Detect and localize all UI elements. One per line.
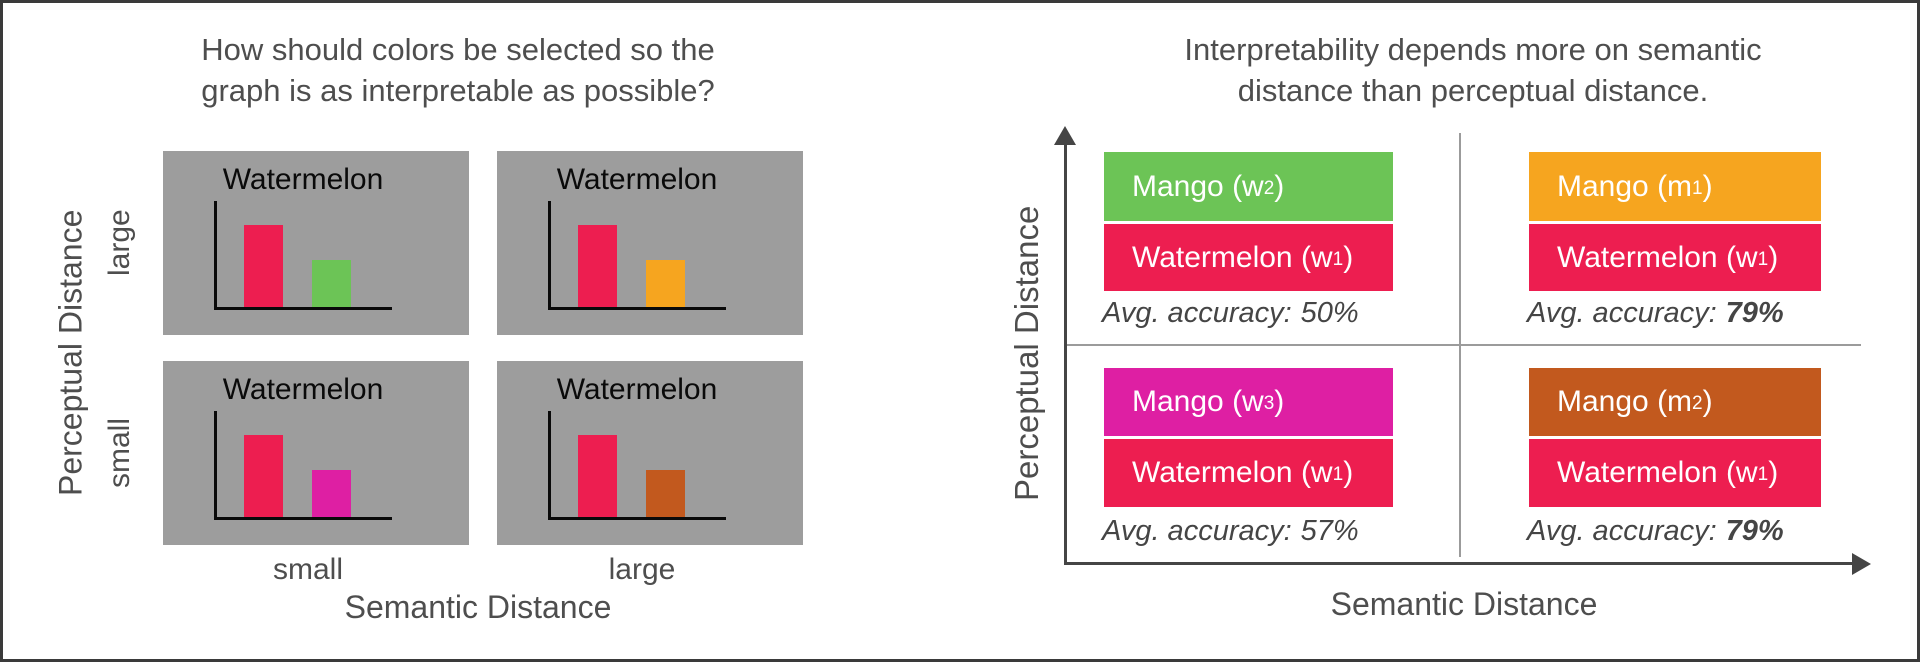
mini-chart-title: Watermelon	[222, 373, 384, 406]
left-col-label-large: large	[608, 553, 676, 586]
left-panel-title: How should colors be selected so the gra…	[113, 29, 803, 111]
swatch-label: Mango (m	[1557, 169, 1693, 203]
swatch-label-close: )	[1768, 240, 1779, 274]
mini-chart-title: Watermelon	[556, 373, 718, 406]
mini-chart-x-axis	[548, 517, 726, 520]
accuracy-value: 50%	[1300, 297, 1359, 329]
swatch-label: Mango (m	[1557, 385, 1693, 418]
right-y-axis-label: Perceptual Distance	[1008, 205, 1045, 501]
accuracy-label: Avg. accuracy:	[1102, 515, 1292, 547]
right-x-axis-label: Semantic Distance	[1330, 586, 1598, 622]
left-row-label-small: small	[103, 418, 136, 489]
left-title-line1: How should colors be selected so the	[201, 32, 715, 67]
swatch-label: Watermelon (w	[1132, 240, 1333, 274]
swatch-label-close: )	[1343, 240, 1354, 274]
mini-chart-small-large: Watermelon	[497, 361, 803, 545]
mango-variant-bar	[312, 470, 351, 517]
horizontal-divider	[1067, 344, 1861, 346]
mini-chart-y-axis	[214, 201, 217, 310]
right-x-axis	[1064, 562, 1854, 565]
mini-chart-y-axis	[548, 411, 551, 520]
mini-chart-title: Watermelon	[556, 163, 718, 196]
watermelon-bar	[244, 435, 283, 517]
mini-chart-x-axis	[214, 307, 392, 310]
accuracy-value: 79%	[1725, 515, 1784, 547]
mini-chart-x-axis	[548, 307, 726, 310]
accuracy-top-right: Avg. accuracy:79%	[1527, 297, 1784, 330]
right-panel-title: Interpretability depends more on semanti…	[1073, 29, 1873, 111]
swatch-label: Mango (w	[1132, 169, 1264, 203]
right-title-line2: distance than perceptual distance.	[1237, 73, 1709, 108]
left-row-label-large: large	[103, 209, 136, 277]
accuracy-value: 57%	[1300, 515, 1359, 547]
mini-chart-x-axis	[214, 517, 392, 520]
mini-chart-y-axis	[548, 201, 551, 310]
mango-variant-bar	[646, 260, 685, 307]
swatch-label-close: )	[1768, 456, 1779, 489]
mini-chart-large-small: Watermelon	[163, 151, 469, 335]
mini-chart-large-large: Watermelon	[497, 151, 803, 335]
swatch-label-close: )	[1343, 456, 1354, 489]
swatch-label-close: )	[1702, 169, 1713, 203]
accuracy-top-left: Avg. accuracy:50%	[1102, 297, 1359, 330]
accuracy-value: 79%	[1725, 297, 1784, 329]
swatch-label-close: )	[1274, 385, 1285, 418]
swatch-label-close: )	[1274, 169, 1285, 203]
swatch-label: Watermelon (w	[1557, 456, 1758, 489]
watermelon-bar	[578, 435, 617, 517]
mini-chart-small-small: Watermelon	[163, 361, 469, 545]
mini-chart-title: Watermelon	[222, 163, 384, 196]
mango-variant-bar	[646, 470, 685, 517]
watermelon-bar	[244, 225, 283, 307]
mini-chart-y-axis	[214, 411, 217, 520]
swatch-label-close: )	[1702, 385, 1713, 418]
left-x-axis-label: Semantic Distance	[344, 589, 612, 625]
mango-variant-bar	[312, 260, 351, 307]
accuracy-label: Avg. accuracy:	[1527, 515, 1717, 547]
left-title-line2: graph is as interpretable as possible?	[201, 73, 715, 108]
swatch-label: Mango (w	[1132, 385, 1264, 418]
watermelon-bar	[578, 225, 617, 307]
left-y-axis-label: Perceptual Distance	[52, 209, 89, 497]
swatch-label: Watermelon (w	[1132, 456, 1333, 489]
right-title-line1: Interpretability depends more on semanti…	[1184, 32, 1762, 67]
accuracy-label: Avg. accuracy:	[1527, 297, 1717, 329]
accuracy-bottom-left: Avg. accuracy:57%	[1102, 515, 1359, 548]
y-axis-arrow-icon	[1054, 126, 1076, 145]
right-y-axis	[1064, 143, 1067, 565]
x-axis-arrow-icon	[1852, 553, 1871, 575]
accuracy-label: Avg. accuracy:	[1102, 297, 1292, 329]
accuracy-bottom-right: Avg. accuracy:79%	[1527, 515, 1784, 548]
swatch-label: Watermelon (w	[1557, 240, 1758, 274]
left-col-label-small: small	[272, 553, 343, 586]
